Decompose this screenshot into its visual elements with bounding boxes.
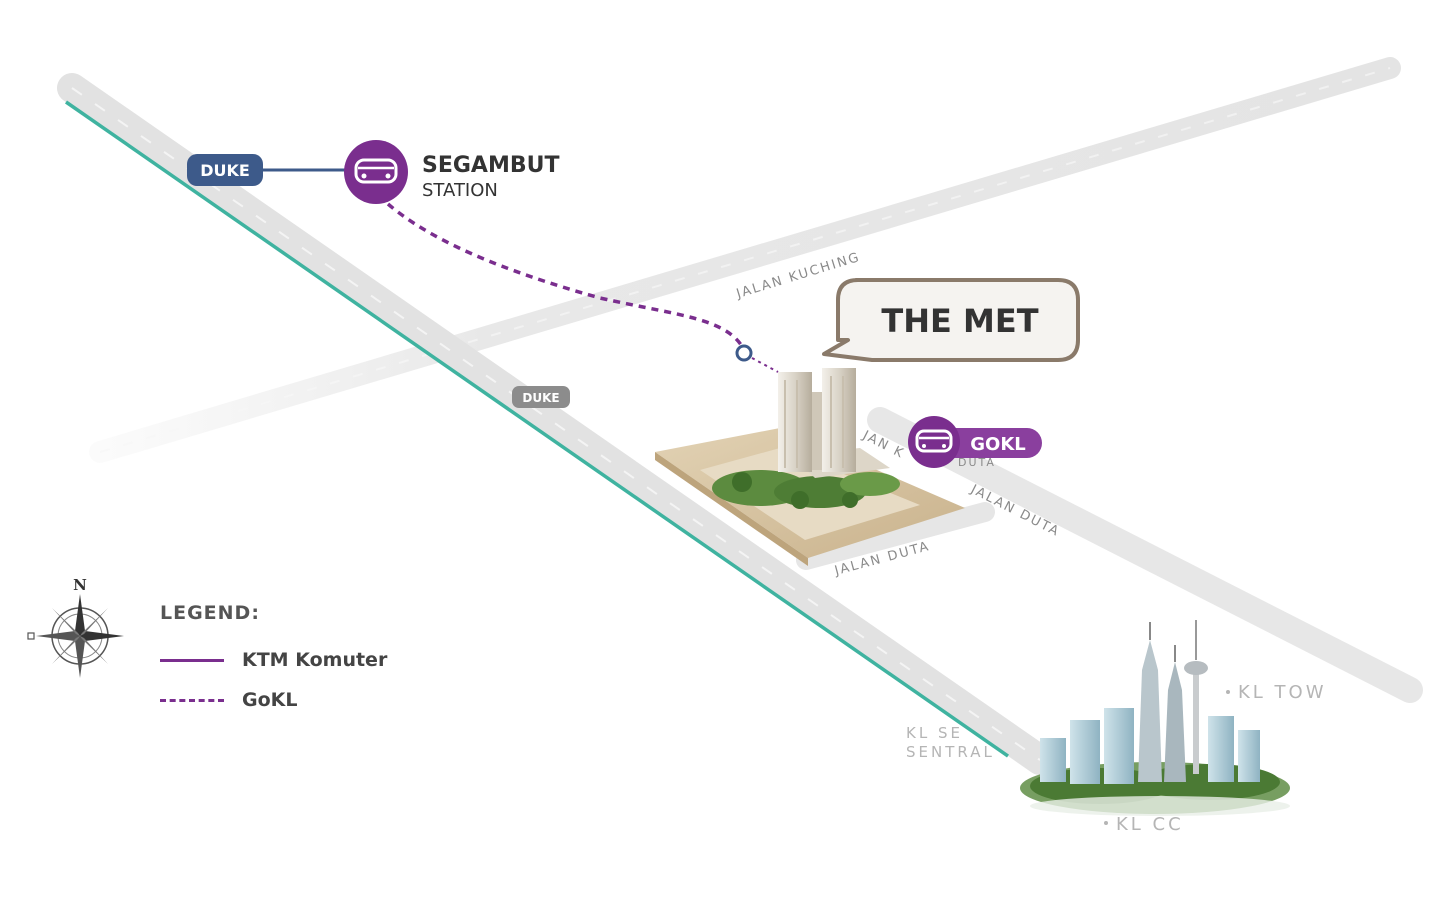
segambut-station-name: SEGAMBUT bbox=[422, 153, 560, 178]
road-jalan-duta bbox=[796, 407, 1423, 703]
kl-tower-dot bbox=[1226, 690, 1230, 694]
gokl-station-marker[interactable]: GOKL bbox=[908, 416, 1042, 468]
klcc-label: KL CC bbox=[1116, 814, 1184, 835]
the-met-title: THE MET bbox=[881, 302, 1038, 340]
duke-badge-top: DUKE bbox=[187, 154, 263, 186]
train-icon bbox=[354, 158, 398, 184]
road-duke-highway bbox=[57, 73, 1055, 775]
svg-text:DUKE: DUKE bbox=[200, 161, 250, 180]
compass-north-label: N bbox=[73, 576, 87, 594]
segambut-station-sub: STATION bbox=[422, 180, 498, 201]
gokl-stop-marker bbox=[735, 344, 753, 362]
gokl-route-line bbox=[386, 202, 747, 353]
legend-item-label: KTM Komuter bbox=[242, 649, 388, 671]
the-met-callout[interactable]: THE MET bbox=[822, 278, 1080, 362]
legend-item-gokl: GoKL bbox=[160, 688, 297, 712]
ktm-komuter-line bbox=[65, 100, 1009, 758]
svg-text:DUKE: DUKE bbox=[522, 391, 559, 405]
petronas-towers-icon bbox=[1138, 622, 1186, 782]
klcc-dot bbox=[1104, 821, 1108, 825]
legend-swatch-dashed bbox=[160, 698, 224, 702]
legend-swatch-solid bbox=[160, 658, 224, 662]
tower-right bbox=[822, 368, 856, 472]
kl-city-skyline bbox=[1020, 620, 1290, 816]
compass-icon: N bbox=[27, 576, 124, 678]
bus-icon bbox=[915, 429, 953, 453]
kl-sentral-label-1: KL SE bbox=[906, 724, 963, 742]
duke-badge-mid: DUKE bbox=[512, 386, 570, 408]
tower-left bbox=[778, 372, 812, 472]
gokl-tag-label: GOKL bbox=[970, 434, 1026, 455]
greenery bbox=[712, 470, 900, 509]
kl-tower-icon bbox=[1184, 620, 1208, 774]
kl-sentral-label-2: SENTRAL bbox=[906, 743, 995, 761]
road-label-duta-partial: DUTA bbox=[958, 456, 996, 469]
road-jalan-kuching bbox=[89, 57, 1401, 463]
the-met-development bbox=[655, 368, 965, 566]
legend-item-label: GoKL bbox=[242, 689, 298, 711]
segambut-station-marker[interactable] bbox=[344, 140, 408, 204]
legend: N LEGEND: KTM Komuter GoKL bbox=[22, 576, 442, 726]
legend-title: LEGEND: bbox=[160, 602, 260, 624]
legend-item-ktm: KTM Komuter bbox=[160, 648, 387, 672]
kl-tower-label: KL TOW bbox=[1238, 682, 1327, 703]
